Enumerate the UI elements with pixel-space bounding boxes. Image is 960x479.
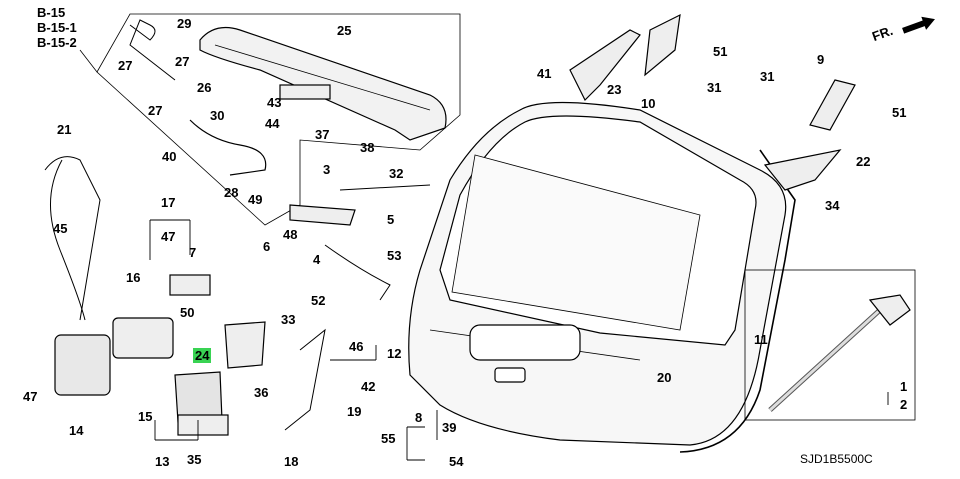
callout-27[interactable]: 27 <box>148 103 163 118</box>
callout-3[interactable]: 3 <box>323 162 331 177</box>
callout-26[interactable]: 26 <box>197 80 212 95</box>
callout-55[interactable]: 55 <box>381 431 396 446</box>
callout-47[interactable]: 47 <box>161 229 176 244</box>
callout-20[interactable]: 20 <box>657 370 672 385</box>
callout-39[interactable]: 39 <box>442 420 457 435</box>
lamp-4-shape <box>289 204 356 226</box>
callout-21[interactable]: 21 <box>57 122 72 137</box>
callout-30[interactable]: 30 <box>210 108 225 123</box>
callout-47[interactable]: 47 <box>23 389 38 404</box>
callout-49[interactable]: 49 <box>248 192 263 207</box>
callout-24-highlighted[interactable]: 24 <box>193 348 212 363</box>
callout-29[interactable]: 29 <box>177 16 192 31</box>
gas-stay-shape <box>744 269 916 421</box>
callout-15[interactable]: 15 <box>138 409 153 424</box>
callout-31[interactable]: 31 <box>707 80 722 95</box>
tailgate-shape <box>408 101 796 453</box>
harness-5-shape <box>339 184 431 191</box>
callout-40[interactable]: 40 <box>162 149 177 164</box>
callout-51[interactable]: 51 <box>892 105 907 120</box>
callout-2[interactable]: 2 <box>900 397 908 412</box>
callout-32[interactable]: 32 <box>389 166 404 181</box>
callout-27[interactable]: 27 <box>175 54 190 69</box>
callout-54[interactable]: 54 <box>449 454 464 469</box>
callout-16[interactable]: 16 <box>126 270 141 285</box>
callout-19[interactable]: 19 <box>347 404 362 419</box>
callout-5[interactable]: 5 <box>387 212 395 227</box>
spoiler-group-outline <box>96 13 461 226</box>
ref-code: B-15-1 <box>37 20 77 35</box>
reference-codes: B-15 B-15-1 B-15-2 <box>37 5 77 50</box>
callout-44[interactable]: 44 <box>265 116 280 131</box>
callout-1[interactable]: 1 <box>900 379 908 394</box>
callout-28[interactable]: 28 <box>224 185 239 200</box>
callout-35[interactable]: 35 <box>187 452 202 467</box>
callout-4[interactable]: 4 <box>313 252 321 267</box>
callout-23[interactable]: 23 <box>607 82 622 97</box>
callout-48[interactable]: 48 <box>283 227 298 242</box>
hinge-shapes <box>569 13 856 191</box>
wire-29-shape <box>129 19 176 81</box>
callout-31[interactable]: 31 <box>760 69 775 84</box>
callout-22[interactable]: 22 <box>856 154 871 169</box>
callout-6[interactable]: 6 <box>263 239 271 254</box>
callout-46[interactable]: 46 <box>349 339 364 354</box>
callout-33[interactable]: 33 <box>281 312 296 327</box>
wire-30-shape <box>189 119 267 176</box>
callout-50[interactable]: 50 <box>180 305 195 320</box>
callout-41[interactable]: 41 <box>537 66 552 81</box>
callout-53[interactable]: 53 <box>387 248 402 263</box>
callout-38[interactable]: 38 <box>360 140 375 155</box>
cable-21-shape <box>50 159 86 321</box>
callout-7[interactable]: 7 <box>189 245 197 260</box>
spoiler-shape <box>199 27 447 141</box>
callout-8[interactable]: 8 <box>415 410 423 425</box>
callout-9[interactable]: 9 <box>817 52 825 67</box>
callout-13[interactable]: 13 <box>155 454 170 469</box>
callout-37[interactable]: 37 <box>315 127 330 142</box>
diagram-code: SJD1B5500C <box>800 452 873 466</box>
callout-11[interactable]: 11 <box>754 332 768 347</box>
ref-code: B-15 <box>37 5 66 20</box>
bracket-lines <box>149 219 889 461</box>
callout-14[interactable]: 14 <box>69 423 84 438</box>
front-arrow-icon <box>901 16 935 34</box>
latch-parts-shape <box>44 156 326 436</box>
callout-34[interactable]: 34 <box>825 198 840 213</box>
callout-42[interactable]: 42 <box>361 379 376 394</box>
callout-52[interactable]: 52 <box>311 293 326 308</box>
callout-51[interactable]: 51 <box>713 44 728 59</box>
callout-12[interactable]: 12 <box>387 346 402 361</box>
callout-36[interactable]: 36 <box>254 385 269 400</box>
callout-43[interactable]: 43 <box>267 95 282 110</box>
ref-code: B-15-2 <box>37 35 77 50</box>
callout-18[interactable]: 18 <box>284 454 299 469</box>
callout-45[interactable]: 45 <box>53 221 68 236</box>
callout-17[interactable]: 17 <box>161 195 176 210</box>
callout-25[interactable]: 25 <box>337 23 352 38</box>
callout-27[interactable]: 27 <box>118 58 133 73</box>
callout-10[interactable]: 10 <box>641 96 656 111</box>
harness-52-shape <box>324 244 391 301</box>
ref-leader <box>79 49 98 73</box>
